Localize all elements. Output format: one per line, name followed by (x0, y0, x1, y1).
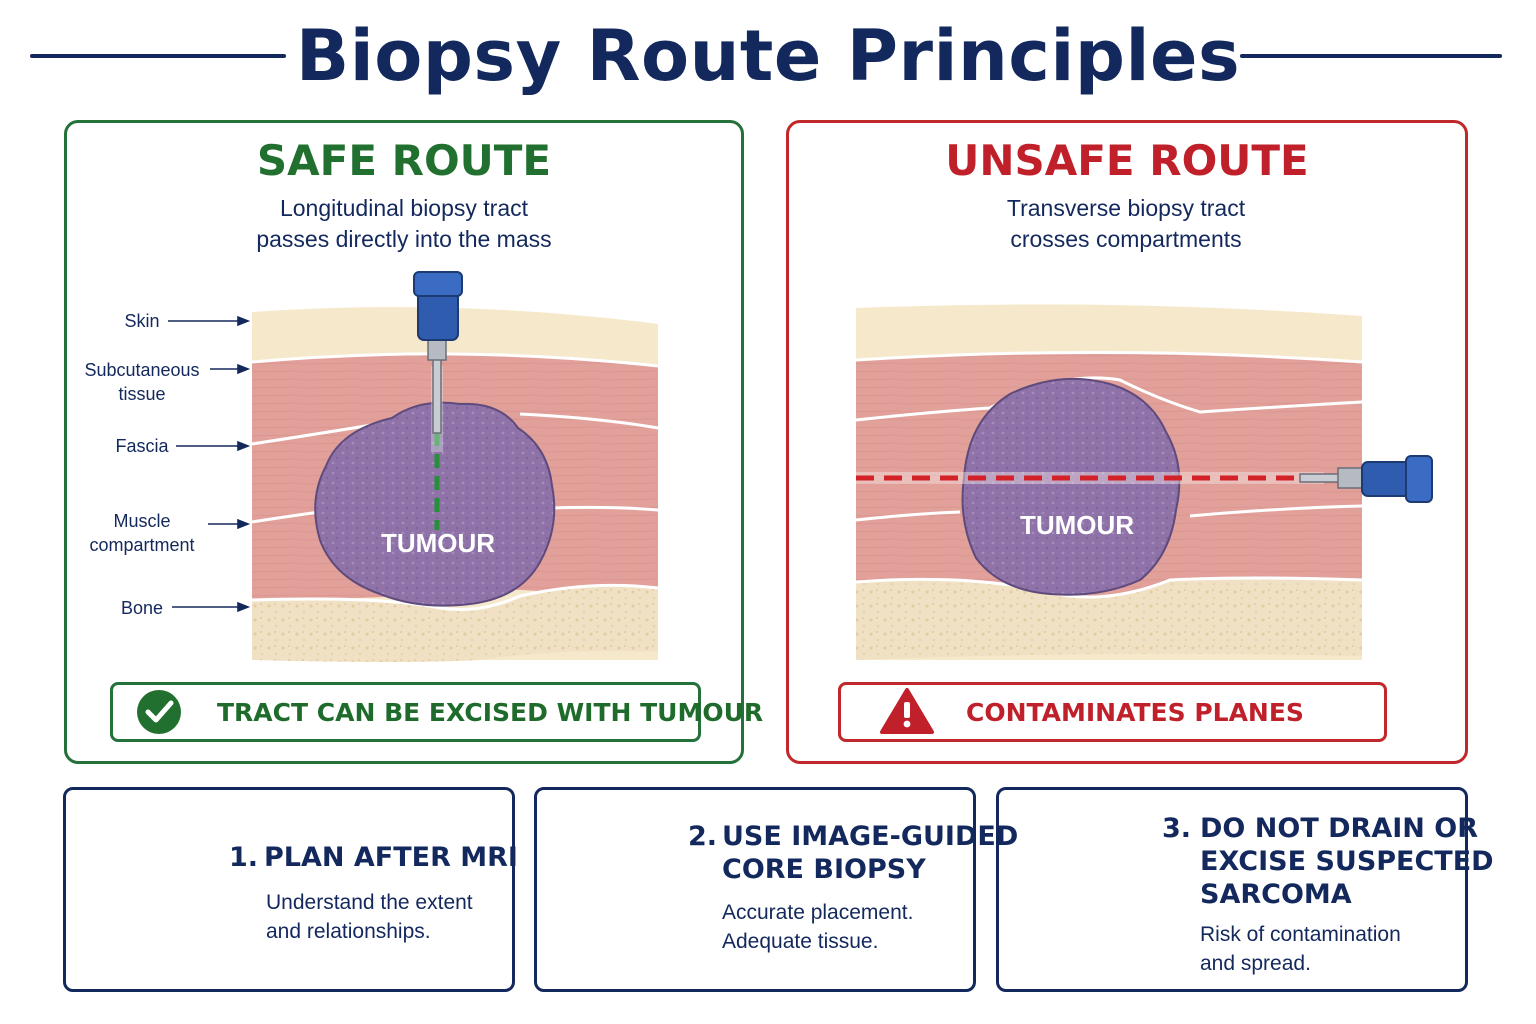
unsafe-route-heading: UNSAFE ROUTE (945, 136, 1309, 185)
check-circle-icon (137, 690, 181, 734)
principle-1-heading: PLAN AFTER MRI (264, 842, 518, 873)
unsafe-bone-layer (856, 578, 1362, 660)
principle-3-number: 3. (1162, 813, 1192, 844)
unsafe-tumour-label: TUMOUR (1020, 510, 1134, 540)
unsafe-status-box (838, 682, 1387, 742)
safe-route-subtitle: Longitudinal biopsy tract passes directl… (256, 195, 552, 252)
page-title: Biopsy Route Principles (295, 15, 1241, 97)
label-bone: Bone (120, 598, 164, 618)
principle-2-heading: USE IMAGE-GUIDED CORE BIOPSY (722, 821, 1019, 885)
label-muscle-compartment: Muscle compartment (89, 511, 195, 555)
safe-diagram: TUMOUR (168, 271, 659, 662)
principle-3-heading: DO NOT DRAIN OR EXCISE SUSPECTED SARCOMA (1200, 813, 1494, 910)
safe-needle-hub (417, 291, 459, 341)
safe-fascia-line (251, 352, 659, 368)
principle-card-image-guided-biopsy (534, 787, 976, 992)
unsafe-status-text: CONTAMINATES PLANES (966, 698, 1304, 727)
title-rule-right (1240, 54, 1502, 58)
safe-status-text: TRACT CAN BE EXCISED WITH TUMOUR (217, 698, 764, 727)
principle-2-body: Accurate placement. Adequate tissue. (722, 901, 914, 953)
label-skin: Skin (124, 311, 160, 331)
principle-3-body: Risk of contamination and spread. (1200, 923, 1401, 975)
safe-route-heading: SAFE ROUTE (256, 136, 552, 185)
principle-card-do-not-drain (996, 787, 1468, 992)
unsafe-needle-hub (1361, 461, 1411, 497)
safe-tumour-label: TUMOUR (381, 528, 495, 558)
principle-2-number: 2. (688, 821, 718, 852)
label-fascia: Fascia (115, 436, 169, 456)
unsafe-tumour (961, 377, 1181, 596)
safe-label-arrows (168, 315, 251, 613)
safe-status-box (110, 682, 701, 742)
principle-card-plan-after-mri (63, 787, 515, 992)
label-subcutaneous-tissue: Subcutaneous tissue (84, 360, 200, 404)
principle-1-body: Understand the extent and relationships. (266, 891, 473, 943)
warning-triangle-icon (880, 688, 934, 734)
principle-1-number: 1. (229, 842, 259, 873)
unsafe-diagram: TUMOUR (855, 304, 1433, 660)
unsafe-route-subtitle: Transverse biopsy tract crosses compartm… (1006, 195, 1246, 252)
title-rule-left (30, 54, 286, 58)
safe-bone-layer (252, 585, 658, 662)
